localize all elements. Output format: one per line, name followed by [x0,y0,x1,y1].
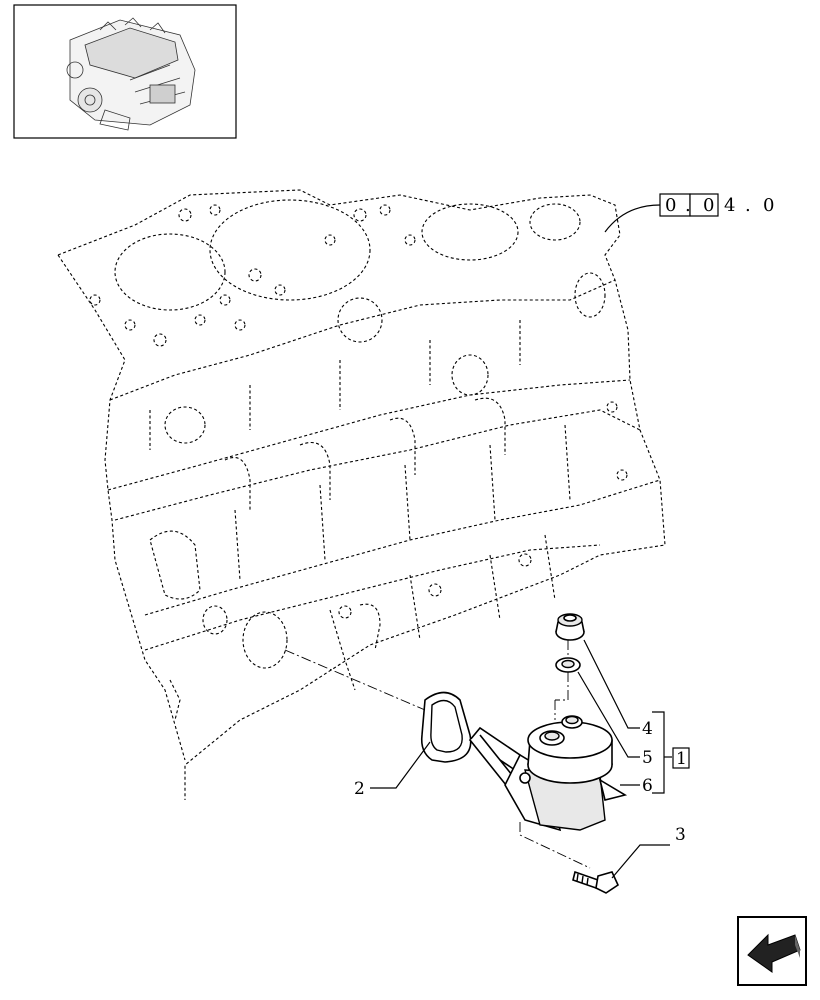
engine-thumbnail-icon[interactable] [13,4,237,139]
reference-digit-1: 0 [665,195,677,216]
callout-6[interactable]: 6 [642,776,653,796]
callout-group-1[interactable]: 1 [676,749,687,769]
leader-3 [611,844,670,879]
leader-2 [370,741,431,789]
reference-digit-2: 0 [703,195,715,216]
next-page-arrow-icon[interactable] [737,916,807,986]
bolt [572,870,620,894]
fuel-pump [468,700,628,832]
leader-5 [577,671,640,758]
reference-sep-2: . [745,195,752,216]
section-reference[interactable]: 0 . 0 4 . 0 [604,193,775,233]
group-bracket [652,711,665,794]
callout-3[interactable]: 3 [675,825,686,845]
gasket [420,691,472,763]
callout-5[interactable]: 5 [642,748,653,768]
reference-digit-3: 4 [724,195,736,216]
callout-4[interactable]: 4 [642,719,653,739]
reference-digit-4: 0 [763,195,775,216]
engine-block-outline [57,189,666,800]
union-fitting [555,613,585,641]
leader-4 [583,639,640,729]
sealing-washer [555,657,581,673]
callout-2[interactable]: 2 [354,779,365,799]
group-box [672,747,690,769]
reference-sep-1: . [685,195,692,216]
